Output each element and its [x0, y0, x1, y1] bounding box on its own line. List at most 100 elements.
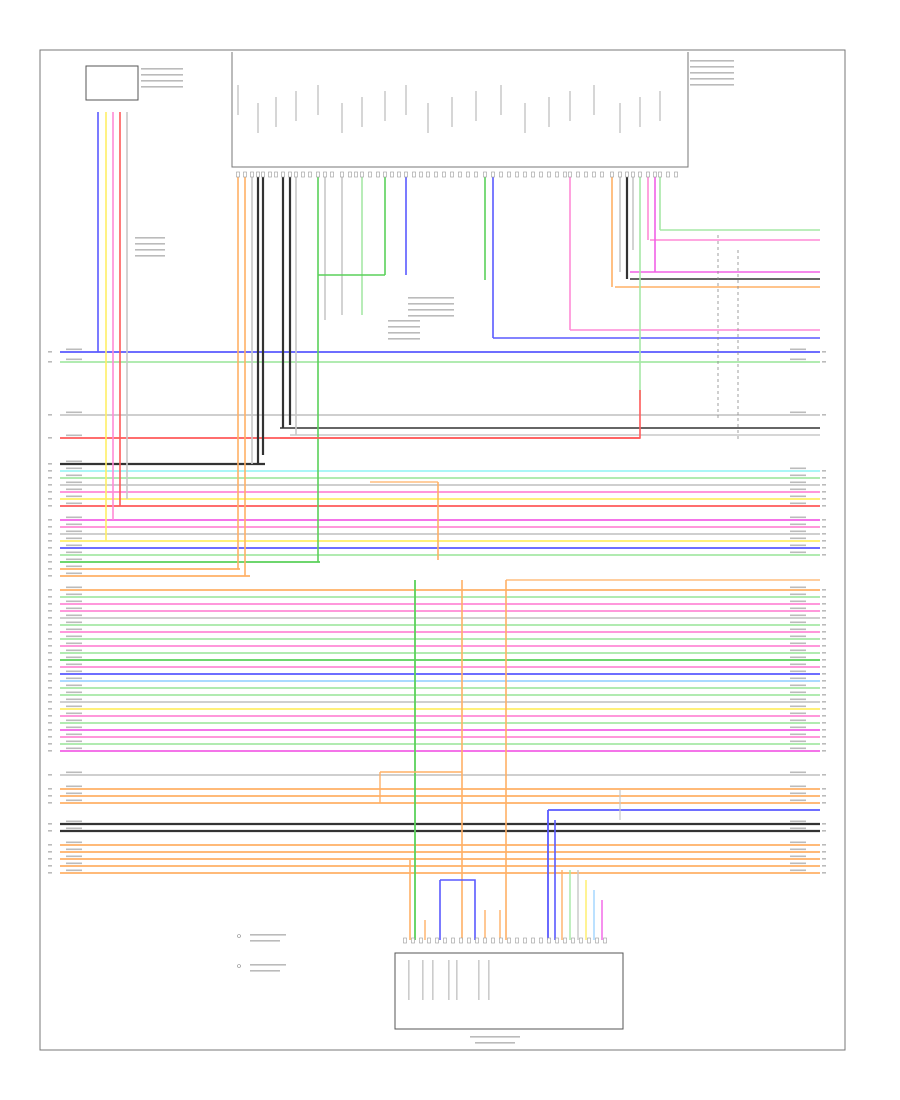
vertical-pin-tag [619, 103, 621, 133]
connector-pin [383, 171, 387, 178]
row-number [822, 743, 826, 745]
connector-pin [507, 937, 511, 944]
connector-pin [427, 937, 431, 944]
connector-pin [584, 171, 588, 178]
wire-tag-left [66, 841, 82, 844]
row-number [48, 666, 52, 668]
wire-tag-left [66, 799, 82, 802]
row-number [48, 505, 52, 507]
wire-tag-left [66, 565, 82, 568]
connector-pin [466, 171, 470, 178]
vertical-pin-tag [451, 97, 453, 127]
connector-pin [568, 171, 572, 178]
row-number [48, 533, 52, 535]
wire-tag-left [66, 434, 82, 437]
row-number [822, 414, 826, 416]
module-title-mark [690, 66, 734, 68]
connector-pin [294, 171, 298, 178]
vertical-pin-tag [593, 85, 595, 115]
component-title-mark [141, 68, 183, 70]
row-number [48, 624, 52, 626]
wire-tag-right [790, 747, 806, 750]
row-number [822, 596, 826, 598]
wire-tag-left [66, 537, 82, 540]
row-number [822, 547, 826, 549]
wire-tag-left [66, 544, 82, 547]
legend-symbol-2 [237, 964, 241, 968]
wire-tag-left [66, 663, 82, 666]
connector-pin [467, 937, 471, 944]
wire-tag-right [790, 691, 806, 694]
wire-tag-right [790, 348, 806, 351]
row-number [48, 680, 52, 682]
wire-tag-left [66, 792, 82, 795]
annotation-mark [388, 338, 420, 340]
connector-pin [281, 171, 285, 178]
wire-tag-right [790, 698, 806, 701]
row-number [822, 631, 826, 633]
wire-tag-right [790, 862, 806, 865]
wire-tag-right [790, 523, 806, 526]
row-number [822, 519, 826, 521]
annotation-mark [388, 320, 420, 322]
connector-pin [316, 171, 320, 178]
row-number [48, 470, 52, 472]
wire-tag-left [66, 747, 82, 750]
connector-pin [340, 171, 344, 178]
wire-tag-left [66, 649, 82, 652]
annotation-mark [408, 309, 454, 311]
wire-tag-left [66, 558, 82, 561]
connector-pin [390, 171, 394, 178]
row-number [822, 533, 826, 535]
connector-pin [499, 937, 503, 944]
wire-tag-right [790, 799, 806, 802]
wire-tag-right [790, 642, 806, 645]
row-number [48, 526, 52, 528]
connector-pin [579, 937, 583, 944]
wire-tag-right [790, 488, 806, 491]
wire-tag-left [66, 705, 82, 708]
row-number [822, 858, 826, 860]
row-number [48, 872, 52, 874]
connector-pin [547, 937, 551, 944]
wire-tag-left [66, 785, 82, 788]
row-number [48, 568, 52, 570]
wire-tag-left [66, 733, 82, 736]
wire-tag-left [66, 516, 82, 519]
wire-tag-left [66, 488, 82, 491]
connector-pin [288, 171, 292, 178]
row-number [48, 823, 52, 825]
wire-tag-right [790, 785, 806, 788]
annotation-mark [135, 255, 165, 257]
wire-tag-left [66, 677, 82, 680]
row-number [822, 851, 826, 853]
row-number [48, 414, 52, 416]
connector-pin [515, 171, 519, 178]
vertical-pin-tag [275, 97, 277, 127]
connector-pin [539, 937, 543, 944]
vertical-pin-tag [548, 97, 550, 127]
row-number [48, 722, 52, 724]
row-number [48, 575, 52, 577]
row-number [48, 708, 52, 710]
wire-tag-right [790, 551, 806, 554]
row-number [48, 617, 52, 619]
connector-pin [592, 171, 596, 178]
row-number [48, 701, 52, 703]
blue-loop [440, 879, 476, 940]
row-number [48, 351, 52, 353]
legend-mark [250, 964, 286, 966]
wire-tag-left [66, 628, 82, 631]
connector-pins [236, 171, 678, 944]
connector-pin [354, 171, 358, 178]
vertical-pin-tag [448, 960, 450, 1000]
legend-mark [250, 934, 286, 936]
wire-tag-left [66, 691, 82, 694]
connector-pin [595, 937, 599, 944]
row-number [48, 750, 52, 752]
connector-pin [618, 171, 622, 178]
wire-tag-right [790, 848, 806, 851]
module-title-mark [690, 78, 734, 80]
wire-tag-right [790, 869, 806, 872]
